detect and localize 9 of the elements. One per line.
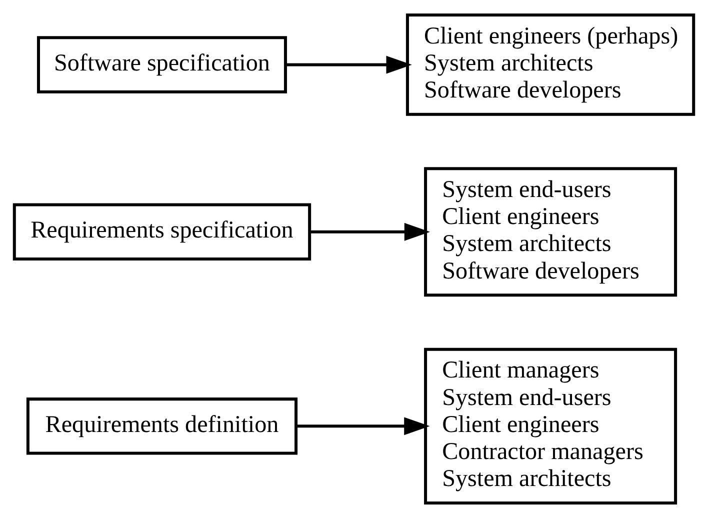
arrow (310, 222, 430, 241)
node-box: Client engineers (perhaps) System architects Software developers (406, 14, 696, 116)
node-box: Software specification (36, 36, 287, 94)
node-box: Requirements definition (26, 398, 298, 455)
arrow (296, 417, 430, 436)
node-box: Requirements specification (12, 203, 312, 260)
arrow (286, 56, 412, 74)
node-box: System end-users Client engineers System architects Software developers (424, 167, 678, 297)
node-box: Client managers System end-users Client engineers Contractor managers System architects (424, 348, 678, 504)
